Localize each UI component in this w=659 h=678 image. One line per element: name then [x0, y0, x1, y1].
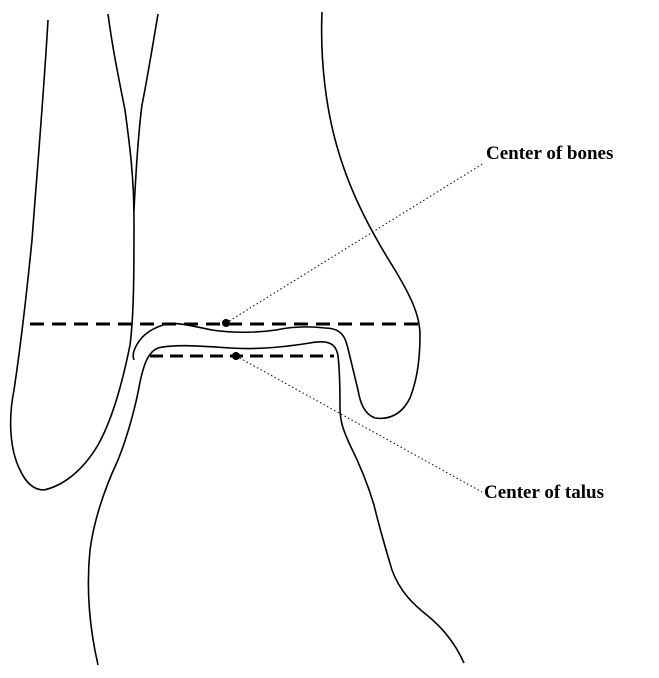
fibula-outline — [11, 14, 134, 490]
talus-outline — [88, 342, 464, 665]
talus-leader-line — [236, 356, 482, 492]
center-of-talus-label: Center of talus — [484, 482, 604, 504]
center-of-bones-label: Center of bones — [486, 143, 613, 165]
tibia-medial-shaft — [134, 14, 158, 210]
bones-leader-line — [226, 163, 484, 323]
